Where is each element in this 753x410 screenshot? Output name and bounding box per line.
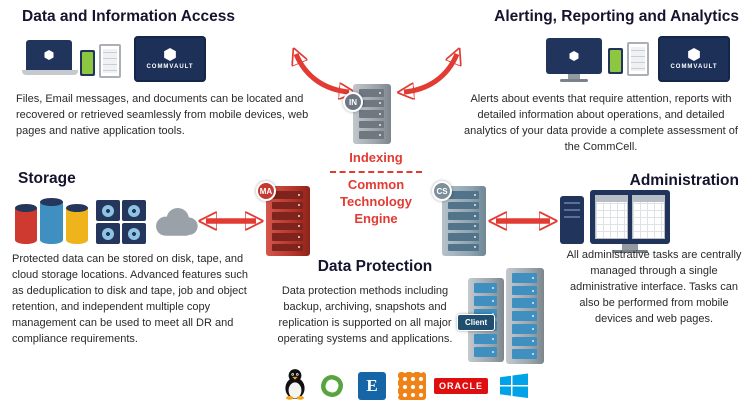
administration-description: All administrative tasks are centrally m…	[566, 249, 742, 325]
commvault-console-tile-right: COMMVAULT	[658, 36, 730, 82]
commvault-hex-icon	[44, 50, 54, 60]
commserve-server-icon: CS	[432, 181, 486, 256]
commvault-label: COMMVAULT	[146, 64, 194, 70]
commvault-hex-icon	[688, 48, 700, 61]
microsoft-exchange-logo: E	[358, 372, 386, 400]
storage-description: Protected data can be stored on disk, ta…	[12, 253, 249, 345]
linux-tux-logo	[282, 368, 308, 400]
disk-storage-icon	[14, 196, 90, 246]
client-servers-icon: Client	[457, 268, 550, 368]
alerting-description: Alerts about events that require attenti…	[464, 93, 738, 153]
tablet-icon	[627, 42, 649, 76]
cloud-storage-icon	[150, 204, 202, 238]
client-badge: Client	[457, 314, 496, 331]
data-access-devices-icon	[22, 38, 122, 86]
indexing-server-icon: IN	[343, 84, 391, 144]
data-protection-title: Data Protection	[317, 258, 433, 275]
data-protection-description: Data protection methods including backup…	[277, 285, 453, 345]
monitor-icon	[546, 38, 602, 74]
indexing-label: Indexing	[349, 150, 403, 165]
arrow-access-indexing	[296, 54, 349, 92]
storage-title: Storage	[18, 170, 76, 187]
alerting-devices-icon	[546, 38, 652, 86]
engine-divider	[330, 171, 422, 173]
indexing-badge: IN	[343, 92, 363, 112]
commvault-label: COMMVAULT	[670, 64, 718, 70]
commvault-hex-icon	[164, 48, 176, 61]
mobile-phone-icon	[80, 50, 95, 76]
tablet-icon	[99, 44, 121, 78]
commvault-console-tile-left: COMMVAULT	[134, 36, 206, 82]
common-technology-engine-label: Common Technology Engine	[340, 177, 412, 226]
arrow-indexing-alerting	[404, 54, 457, 92]
oracle-logo: ORACLE	[434, 378, 488, 394]
media-agent-badge: MA	[256, 181, 276, 201]
commserve-badge: CS	[432, 181, 452, 201]
administration-title: Administration	[629, 172, 739, 189]
media-agent-server-icon: MA	[256, 181, 310, 256]
alerting-title: Alerting, Reporting and Analytics	[494, 8, 739, 25]
spreadsheet-icon	[632, 195, 665, 239]
commvault-hex-icon	[569, 51, 579, 61]
mobile-phone-icon	[608, 48, 623, 74]
windows-logo	[500, 373, 528, 399]
admin-console-monitor-icon	[590, 190, 670, 244]
spreadsheet-icon	[595, 195, 628, 239]
admin-mobile-icon	[560, 196, 584, 244]
data-access-description: Files, Email messages, and documents can…	[16, 93, 309, 137]
green-platform-logo	[318, 372, 346, 400]
tape-storage-icon	[96, 200, 146, 244]
laptop-icon	[26, 40, 72, 70]
administration-devices-icon	[560, 190, 680, 256]
data-access-title: Data and Information Access	[22, 8, 236, 25]
orange-platform-logo	[398, 372, 426, 400]
